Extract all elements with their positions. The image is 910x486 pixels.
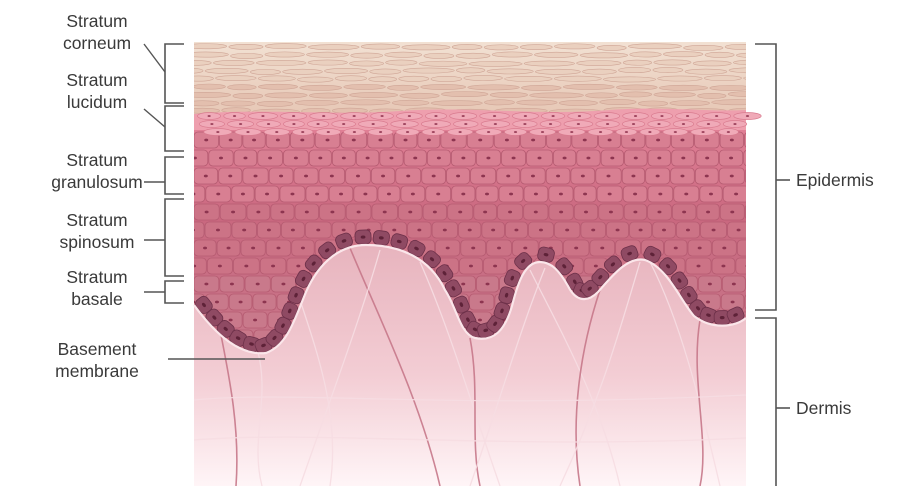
label-stratum-corneum-2: corneum [63,33,131,53]
left-brackets [165,44,184,303]
label-stratum-corneum-1: Stratum [66,11,127,31]
epidermis-bracket [755,44,776,310]
lucidum-bracket [165,106,184,151]
lucidum-leader [144,109,165,127]
label-basement-membrane-1: Basement [58,339,137,359]
granulosum-bracket [165,157,184,194]
label-stratum-granulosum-1: Stratum [66,150,127,170]
label-dermis: Dermis [796,398,852,418]
label-stratum-spinosum-1: Stratum [66,210,127,230]
corneum-leader [144,44,165,72]
label-stratum-spinosum-2: spinosum [60,232,135,252]
label-basement-membrane-2: membrane [55,361,139,381]
label-stratum-lucidum-1: Stratum [66,70,127,90]
label-stratum-basale-1: Stratum [66,267,127,287]
label-stratum-granulosum-2: granulosum [51,172,142,192]
corneum-bracket [165,44,184,103]
label-epidermis: Epidermis [796,170,874,190]
label-stratum-basale-2: basale [71,289,123,309]
basale-bracket [165,281,184,303]
label-stratum-lucidum-2: lucidum [67,92,127,112]
right-brackets [755,44,790,486]
dermis-bracket [755,318,776,486]
spinosum-bracket [165,199,184,276]
